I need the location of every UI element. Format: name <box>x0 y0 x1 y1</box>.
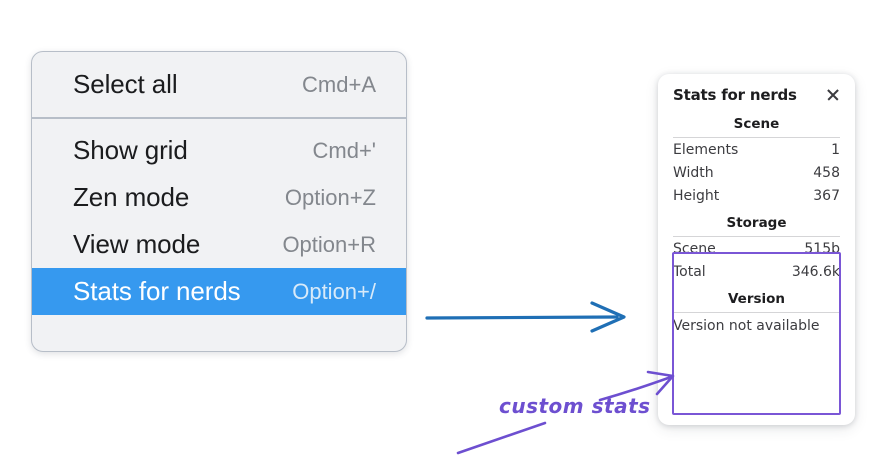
purple-underline-stroke <box>456 421 547 455</box>
menu-item-show-grid[interactable]: Show grid Cmd+' <box>32 127 406 174</box>
blue-arrow-icon <box>425 301 626 333</box>
stats-row: Total 346.6k <box>673 260 840 283</box>
stats-row-value: 515b <box>804 241 840 257</box>
stats-panel-header: Stats for nerds <box>658 74 855 108</box>
context-menu[interactable]: Select all Cmd+A Show grid Cmd+' Zen mod… <box>31 51 407 352</box>
stats-row: Width 458 <box>673 161 840 184</box>
section-divider <box>673 312 840 313</box>
stats-section-scene: Scene Elements 1 Width 458 Height 367 <box>673 108 840 207</box>
close-icon[interactable] <box>825 87 841 103</box>
stats-row: Scene 515b <box>673 237 840 260</box>
menu-group-1: Select all Cmd+A <box>32 52 406 117</box>
menu-item-zen-mode[interactable]: Zen mode Option+Z <box>32 174 406 221</box>
stats-for-nerds-panel[interactable]: Stats for nerds Scene Elements 1 Width 4… <box>658 74 855 425</box>
menu-item-label: Show grid <box>73 135 188 165</box>
stats-row: Elements 1 <box>673 138 840 161</box>
menu-group-2: Show grid Cmd+' Zen mode Option+Z View m… <box>32 119 406 325</box>
menu-item-shortcut: Option+R <box>282 231 376 257</box>
menu-item-shortcut: Option+Z <box>284 184 376 210</box>
stats-section-storage: Storage Scene 515b Total 346.6k <box>673 207 840 283</box>
menu-item-shortcut: Cmd+' <box>312 137 377 163</box>
menu-item-select-all[interactable]: Select all Cmd+A <box>32 61 406 108</box>
section-title: Storage <box>726 215 787 231</box>
annotation-label: custom stats <box>499 394 651 418</box>
stats-panel-title: Stats for nerds <box>673 86 797 104</box>
stats-row-value: 1 <box>831 142 840 158</box>
version-note: Version not available <box>673 318 820 334</box>
menu-item-label: Zen mode <box>73 182 190 212</box>
section-divider <box>673 137 840 138</box>
section-divider <box>673 236 840 237</box>
menu-item-stats-for-nerds[interactable]: Stats for nerds Option+/ <box>32 268 406 315</box>
stats-row-value: 367 <box>813 188 840 204</box>
menu-item-shortcut: Cmd+A <box>302 71 376 97</box>
stats-row-value: 346.6k <box>791 264 840 280</box>
stats-section-version: Version Version not available <box>673 283 840 338</box>
stats-row-key: Total <box>673 264 706 280</box>
stats-row-key: Elements <box>673 142 739 158</box>
stats-row-key: Scene <box>673 241 716 257</box>
menu-separator <box>32 117 406 119</box>
menu-item-shortcut: Option+/ <box>292 278 376 304</box>
menu-item-label: Select all <box>73 69 178 99</box>
section-title: Version <box>727 291 786 307</box>
stats-row-key: Width <box>673 165 714 181</box>
section-title: Scene <box>733 116 780 132</box>
stats-panel-body: Scene Elements 1 Width 458 Height 367 St… <box>658 108 855 338</box>
menu-item-view-mode[interactable]: View mode Option+R <box>32 221 406 268</box>
menu-item-label: View mode <box>73 229 201 259</box>
stats-row: Height 367 <box>673 184 840 207</box>
stats-row-value: 458 <box>813 165 840 181</box>
stats-row-key: Height <box>673 188 720 204</box>
menu-item-label: Stats for nerds <box>73 276 241 306</box>
